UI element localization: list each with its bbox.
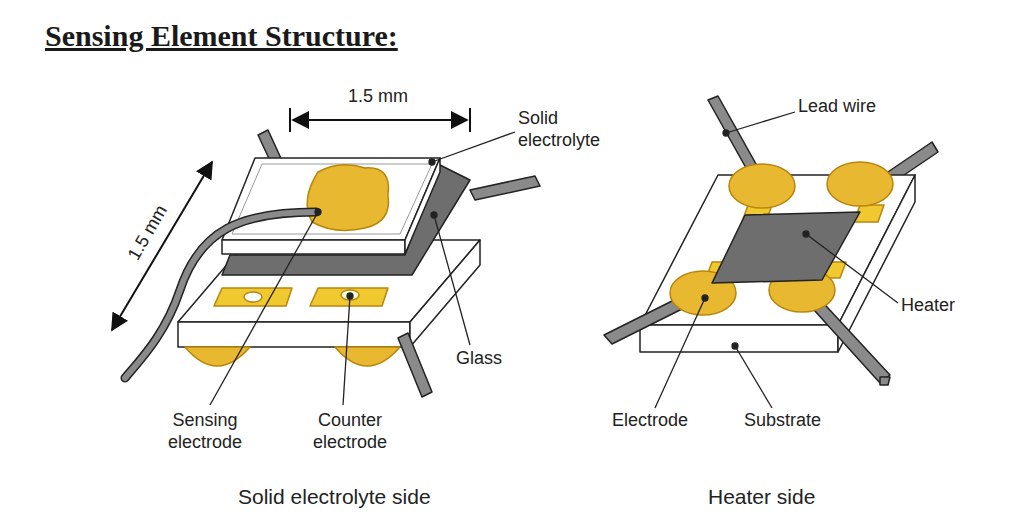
caption-label: Heater side bbox=[708, 484, 815, 509]
part-label: Lead wire bbox=[798, 96, 876, 118]
right-element bbox=[604, 96, 938, 385]
caption-label: Solid electrolyte side bbox=[238, 484, 431, 509]
part-label: Substrate bbox=[744, 410, 821, 432]
leader-lines bbox=[210, 132, 515, 405]
part-label: Electrode bbox=[612, 410, 688, 432]
title: Sensing Element Structure: bbox=[45, 18, 398, 54]
part-label: Counter electrode bbox=[300, 410, 400, 453]
dimension-lines bbox=[112, 108, 470, 330]
dimension-label: 1.5 mm bbox=[348, 86, 408, 108]
part-label: Heater bbox=[901, 295, 955, 317]
part-label: Solid electrolyte bbox=[518, 108, 628, 151]
left-element bbox=[125, 130, 540, 397]
dimension-label: 1.5 mm bbox=[124, 201, 173, 264]
leader-lines-right bbox=[655, 112, 898, 408]
part-label: Sensing electrode bbox=[150, 410, 260, 453]
part-label: Glass bbox=[456, 348, 502, 370]
